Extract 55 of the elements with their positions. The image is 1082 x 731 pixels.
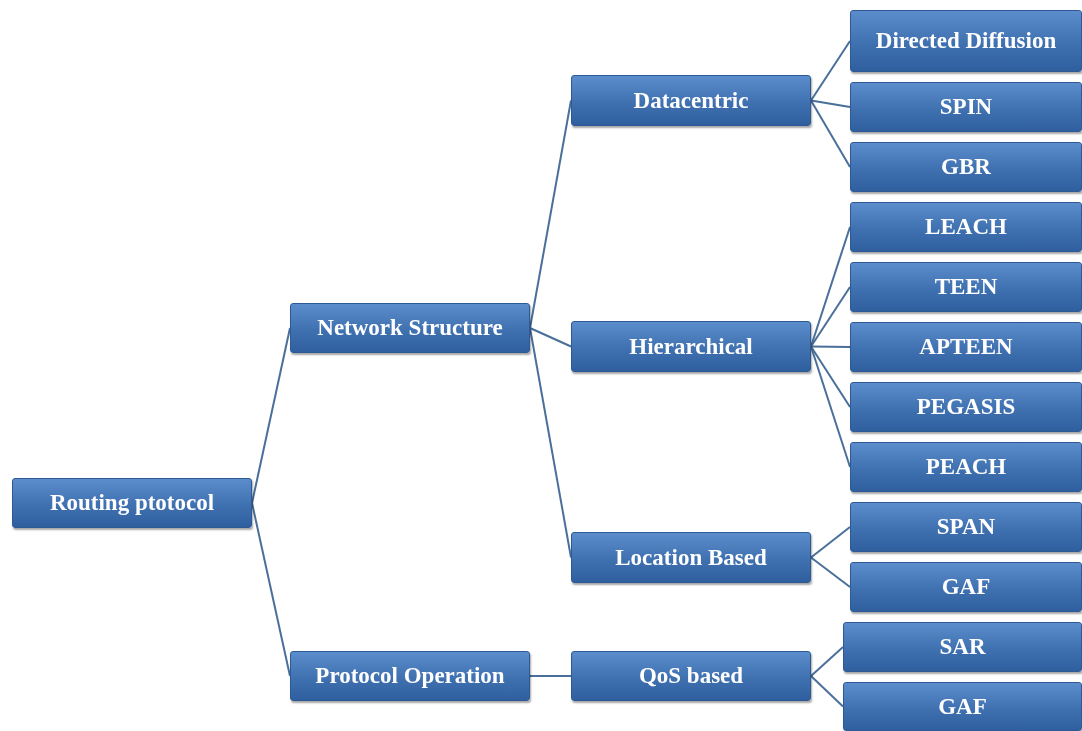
- connector-line: [810, 345, 851, 408]
- node-label: Datacentric: [633, 87, 749, 114]
- tree-node-box: [850, 562, 1082, 612]
- tree-node-box: [571, 532, 811, 583]
- tree-node-box: [850, 382, 1082, 432]
- tree-node-box: [290, 651, 530, 701]
- connector-line: [810, 646, 844, 677]
- connector-line: [251, 502, 291, 677]
- connector-line: [810, 675, 844, 708]
- tree-node-box: [571, 75, 811, 126]
- node-label: Network Structure: [317, 315, 503, 341]
- connector-line: [251, 327, 291, 504]
- tree-node-box: [850, 442, 1082, 492]
- tree-node-box: [571, 651, 811, 701]
- tree-node-box: [850, 262, 1082, 312]
- node-label: Directed Diffusion: [875, 28, 1057, 54]
- node-label: GAF: [941, 574, 991, 600]
- node-label: Routing ptotocol: [49, 490, 215, 516]
- node-label: GAF: [938, 693, 987, 720]
- node-label: APTEEN: [919, 334, 1013, 360]
- connector-line: [810, 286, 851, 348]
- node-label: TEEN: [934, 274, 998, 300]
- tree-node-box: [843, 682, 1082, 731]
- node-label: PEGASIS: [916, 394, 1016, 420]
- tree-node-box: [843, 622, 1082, 672]
- tree-node-box: [290, 303, 530, 353]
- node-label: QoS based: [638, 663, 744, 689]
- connector-line: [529, 99, 572, 329]
- tree-node-box: [850, 502, 1082, 552]
- tree-node-box: [850, 322, 1082, 372]
- node-label: Protocol Operation: [315, 663, 505, 689]
- node-label: SAR: [939, 634, 986, 660]
- connector-line: [529, 327, 572, 559]
- connector-line: [810, 40, 851, 102]
- tree-node-box: [12, 478, 252, 528]
- node-label: PEACH: [925, 454, 1007, 480]
- node-label: Location Based: [615, 544, 767, 571]
- tree-node-box: [571, 321, 811, 372]
- tree-node-box: [850, 82, 1082, 132]
- node-label: SPAN: [936, 514, 996, 540]
- tree-node-box: [850, 142, 1082, 192]
- connector-line: [810, 526, 851, 559]
- connector-line: [529, 675, 572, 677]
- node-label: Hierarchical: [629, 333, 753, 360]
- tree-node-box: [850, 202, 1082, 252]
- node-label: SPIN: [939, 94, 993, 120]
- tree-node-box: [850, 10, 1082, 72]
- connector-line: [810, 99, 851, 108]
- connector-line: [810, 345, 851, 348]
- node-label: GBR: [941, 154, 991, 180]
- connector-line: [810, 556, 851, 588]
- connector-line: [810, 345, 851, 468]
- node-label: LEACH: [925, 214, 1007, 240]
- connector-line: [810, 99, 851, 168]
- connector-line: [529, 327, 572, 348]
